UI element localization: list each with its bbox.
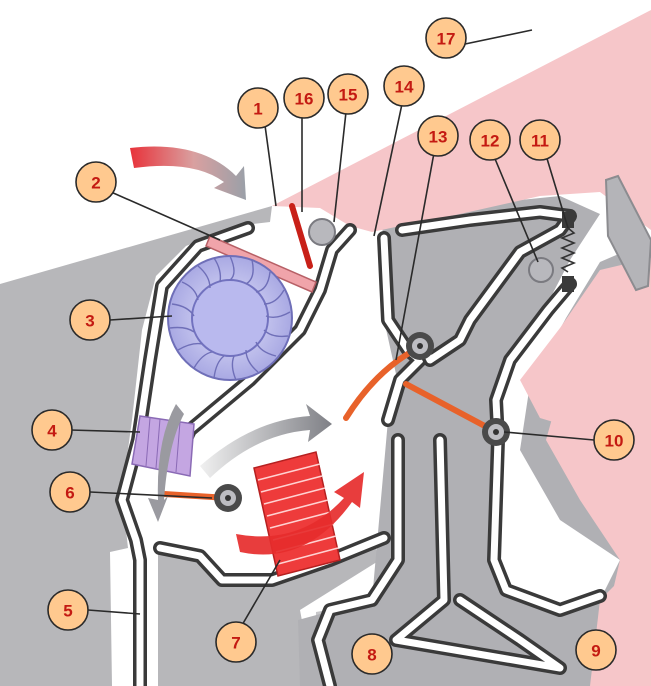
svg-text:1: 1: [253, 100, 262, 119]
svg-text:12: 12: [481, 132, 500, 151]
svg-text:9: 9: [591, 642, 600, 661]
callout-7: 7: [216, 622, 256, 662]
svg-text:13: 13: [429, 128, 448, 147]
blower-fan: [168, 256, 292, 380]
callout-5: 5: [48, 590, 88, 630]
recirculation-flap: [292, 206, 310, 266]
svg-text:6: 6: [65, 484, 74, 503]
callout-9: 9: [576, 630, 616, 670]
callout-16: 16: [284, 78, 324, 118]
svg-text:4: 4: [47, 422, 57, 441]
callout-12: 12: [470, 120, 510, 160]
svg-text:11: 11: [531, 132, 549, 151]
svg-text:3: 3: [85, 312, 94, 331]
svg-text:10: 10: [605, 432, 624, 451]
callout-1: 1: [238, 88, 278, 128]
callout-2: 2: [76, 162, 116, 202]
svg-text:17: 17: [437, 30, 456, 49]
callout-6: 6: [50, 472, 90, 512]
callout-15: 15: [328, 74, 368, 114]
sensor-12: [529, 258, 553, 282]
sensor-15: [309, 219, 335, 245]
callout-4: 4: [32, 410, 72, 450]
intake-airflow-arrow: [130, 147, 246, 200]
svg-text:15: 15: [339, 86, 358, 105]
callout-8: 8: [352, 634, 392, 674]
callout-11: 11: [520, 120, 560, 160]
callout-14: 14: [384, 66, 424, 106]
svg-text:7: 7: [231, 634, 240, 653]
callout-10: 10: [594, 420, 634, 460]
callout-13: 13: [418, 116, 458, 156]
callout-3: 3: [70, 300, 110, 340]
svg-text:5: 5: [63, 602, 72, 621]
svg-text:16: 16: [295, 90, 314, 109]
svg-text:2: 2: [91, 174, 100, 193]
callout-17: 17: [426, 18, 466, 58]
svg-text:8: 8: [367, 646, 376, 665]
svg-text:14: 14: [395, 78, 414, 97]
